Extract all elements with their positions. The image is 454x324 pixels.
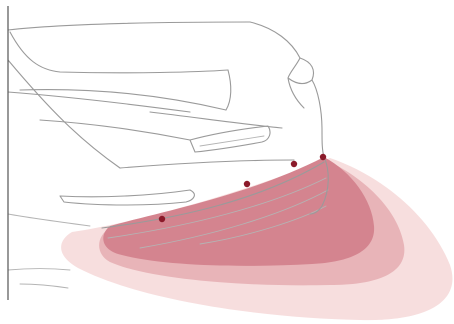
sensor-4 bbox=[320, 154, 326, 160]
near-detection-zone bbox=[103, 157, 374, 266]
sensor-3 bbox=[291, 161, 297, 167]
sensor-1 bbox=[159, 216, 165, 222]
sensor-2 bbox=[244, 181, 250, 187]
